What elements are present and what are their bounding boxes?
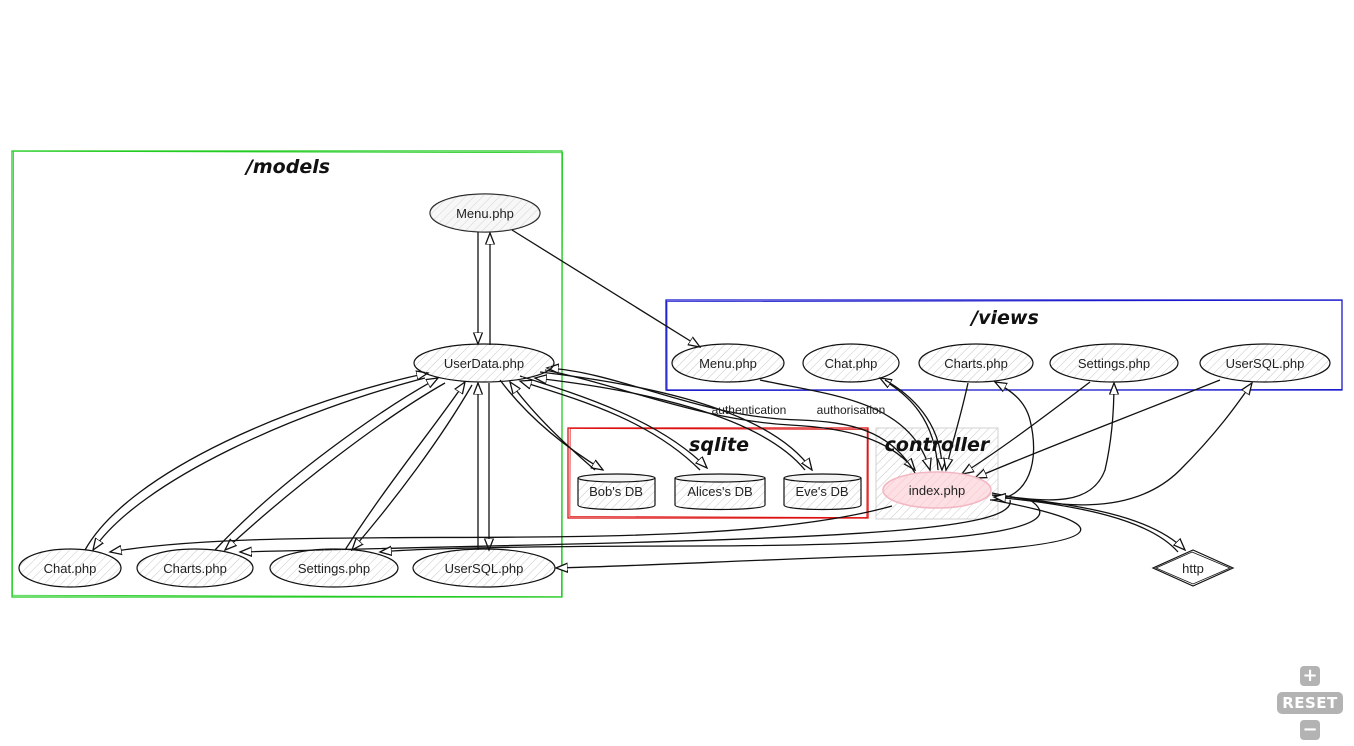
edge-userdata-authentication <box>544 369 915 470</box>
edge-index-to-views-chat <box>880 378 939 471</box>
node-models-charts-label: Charts.php <box>163 561 227 576</box>
edge-alice-to-userdata <box>520 381 701 471</box>
zoom-controls: + RESET − <box>1276 666 1344 740</box>
edge-eve-to-userdata <box>535 378 806 471</box>
node-views-chat-label: Chat.php <box>825 356 878 371</box>
edge-views-charts-to-index <box>946 382 969 470</box>
edge-label-authentication: authentication <box>712 403 787 417</box>
zoom-out-button[interactable]: − <box>1300 720 1320 740</box>
edge-views-usersql-to-index <box>975 379 1221 478</box>
edge-index-to-views-usersql <box>991 383 1252 506</box>
node-db-bob-label: Bob's DB <box>589 484 643 499</box>
edge-userdata-to-bob <box>499 379 603 470</box>
edge-views-menu-to-index <box>759 379 930 470</box>
cluster-models-title: /models <box>244 156 330 178</box>
node-views-usersql-label: UserSQL.php <box>1226 356 1305 371</box>
edges <box>84 229 1252 568</box>
edge-index-to-charts <box>240 499 1011 552</box>
node-db-bob[interactable]: Bob's DB <box>577 473 656 511</box>
node-http[interactable]: http <box>1151 549 1235 587</box>
edge-http-to-index <box>994 497 1179 553</box>
node-models-settings-label: Settings.php <box>298 561 370 576</box>
zoom-in-button[interactable]: + <box>1300 666 1320 686</box>
edge-chat-to-userdata <box>84 373 428 551</box>
edge-views-settings-to-index <box>962 381 1091 474</box>
node-views-settings[interactable]: Settings.php <box>1049 343 1179 383</box>
node-models-menu-label: Menu.php <box>456 206 514 221</box>
edge-index-to-views-settings <box>991 383 1114 501</box>
node-models-chat-label: Chat.php <box>44 561 97 576</box>
node-index[interactable]: index.php <box>882 471 992 509</box>
node-models-chat[interactable]: Chat.php <box>18 548 122 588</box>
cluster-sqlite-title: sqlite <box>689 434 749 456</box>
edge-index-to-settings <box>380 499 1041 552</box>
edge-userdata-to-settings <box>352 384 473 550</box>
edge-label-authorisation: authorisation <box>817 403 886 417</box>
cluster-controller-title: controller <box>885 434 991 456</box>
node-views-chat[interactable]: Chat.php <box>802 343 900 383</box>
node-models-settings[interactable]: Settings.php <box>269 548 399 588</box>
edge-bob-to-userdata <box>510 382 596 471</box>
edge-userdata-to-eve <box>539 371 812 470</box>
node-models-charts[interactable]: Charts.php <box>136 548 254 588</box>
node-db-alice-label: Alices's DB <box>687 484 752 499</box>
node-index-label: index.php <box>909 483 965 498</box>
cluster-views-title: /views <box>969 307 1039 329</box>
reset-button[interactable]: RESET <box>1277 692 1343 714</box>
node-db-eve-label: Eve's DB <box>795 484 848 499</box>
node-http-label: http <box>1182 561 1204 576</box>
node-models-userdata[interactable]: UserData.php <box>413 343 555 383</box>
node-views-charts[interactable]: Charts.php <box>918 343 1034 383</box>
node-models-menu[interactable]: Menu.php <box>429 193 541 233</box>
node-models-usersql-label: UserSQL.php <box>445 561 524 576</box>
edge-index-to-http <box>991 494 1185 550</box>
node-db-alice[interactable]: Alices's DB <box>674 473 766 511</box>
node-views-menu[interactable]: Menu.php <box>671 343 785 383</box>
node-views-menu-label: Menu.php <box>699 356 757 371</box>
edge-settings-to-userdata <box>344 382 465 551</box>
edge-index-to-chat <box>110 505 893 552</box>
node-views-settings-label: Settings.php <box>1078 356 1150 371</box>
edge-index-to-usersql <box>556 499 1082 568</box>
cluster-sqlite: sqlite <box>567 427 869 519</box>
node-models-userdata-label: UserData.php <box>444 356 524 371</box>
edge-views-chat-to-index <box>884 379 942 470</box>
edge-userdata-to-chat <box>93 377 426 550</box>
node-models-usersql[interactable]: UserSQL.php <box>412 548 556 588</box>
edge-index-authorisation <box>547 368 916 474</box>
node-views-usersql[interactable]: UserSQL.php <box>1199 343 1331 383</box>
edge-userdata-to-charts <box>225 382 446 550</box>
edge-menu-to-views-menu <box>511 229 700 347</box>
node-views-charts-label: Charts.php <box>944 356 1008 371</box>
node-db-eve[interactable]: Eve's DB <box>783 473 862 511</box>
edge-index-to-views-charts <box>989 382 1035 501</box>
edge-charts-to-userdata <box>214 378 438 551</box>
